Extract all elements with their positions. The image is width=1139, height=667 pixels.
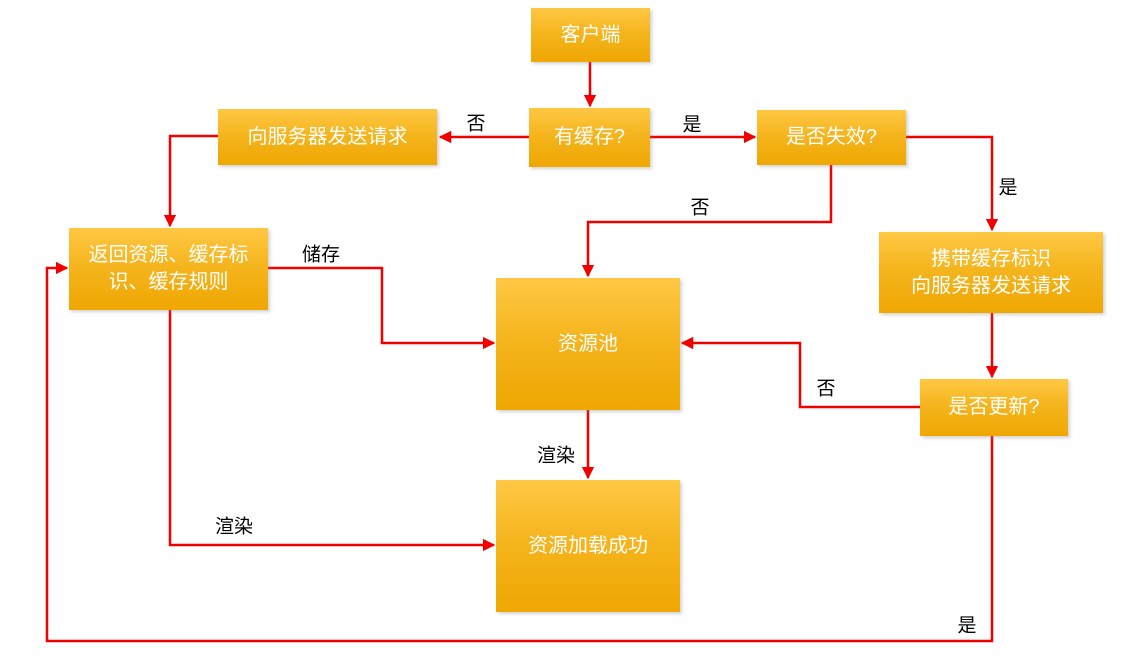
edge-label-render-direct: 渲染: [214, 516, 254, 538]
node-send-request: 向服务器发送请求: [218, 109, 437, 165]
edge-is-expired-yes-to-carry-request: [906, 135, 999, 232]
node-return-resource-label: 返回资源、缓存标识、缓存规则: [88, 244, 249, 293]
node-carry-request: 携带缓存标识 向服务器发送请求: [879, 232, 1103, 313]
edge-label-updated-no: 否: [816, 378, 836, 400]
edge-label-updated-yes: 是: [957, 615, 977, 637]
node-is-expired: 是否失效?: [757, 110, 906, 165]
edge-is-expired-no-to-resource-pool: [581, 165, 833, 278]
node-has-cache-label: 有缓存?: [553, 126, 626, 148]
node-load-success-label: 资源加载成功: [528, 534, 648, 557]
edge-label-render-pool: 渲染: [536, 445, 576, 467]
edge-return-resource-store-to-resource-pool: [268, 266, 496, 350]
node-send-request-label: 向服务器发送请求: [247, 125, 408, 148]
node-load-success: 资源加载成功: [496, 480, 680, 612]
edge-send-request-to-return-resource: [163, 134, 218, 228]
node-has-cache: 有缓存?: [529, 108, 650, 167]
node-return-resource: 返回资源、缓存标识、缓存规则: [69, 228, 268, 310]
edge-label-has-cache-yes: 是: [682, 114, 702, 136]
node-is-expired-label: 是否失效?: [785, 126, 878, 148]
node-client: 客户端: [531, 8, 650, 62]
node-carry-request-line1: 携带缓存标识: [931, 247, 1051, 270]
node-client-label: 客户端: [560, 23, 621, 46]
node-carry-request-line2: 向服务器发送请求: [911, 274, 1071, 297]
edge-label-expired-no: 否: [690, 197, 710, 219]
edge-label-expired-yes: 是: [998, 177, 1018, 199]
edge-is-updated-no-to-resource-pool: [680, 336, 920, 409]
node-is-updated-label: 是否更新?: [948, 396, 1040, 418]
edge-is-updated-yes-to-return-resource: [45, 261, 994, 643]
node-resource-pool-label: 资源池: [558, 332, 618, 355]
edge-label-has-cache-no: 否: [466, 113, 486, 135]
edge-return-resource-render-to-load-success: [168, 310, 496, 552]
node-is-updated: 是否更新?: [920, 379, 1068, 436]
edge-label-store: 储存: [301, 244, 341, 266]
node-resource-pool: 资源池: [496, 278, 680, 410]
